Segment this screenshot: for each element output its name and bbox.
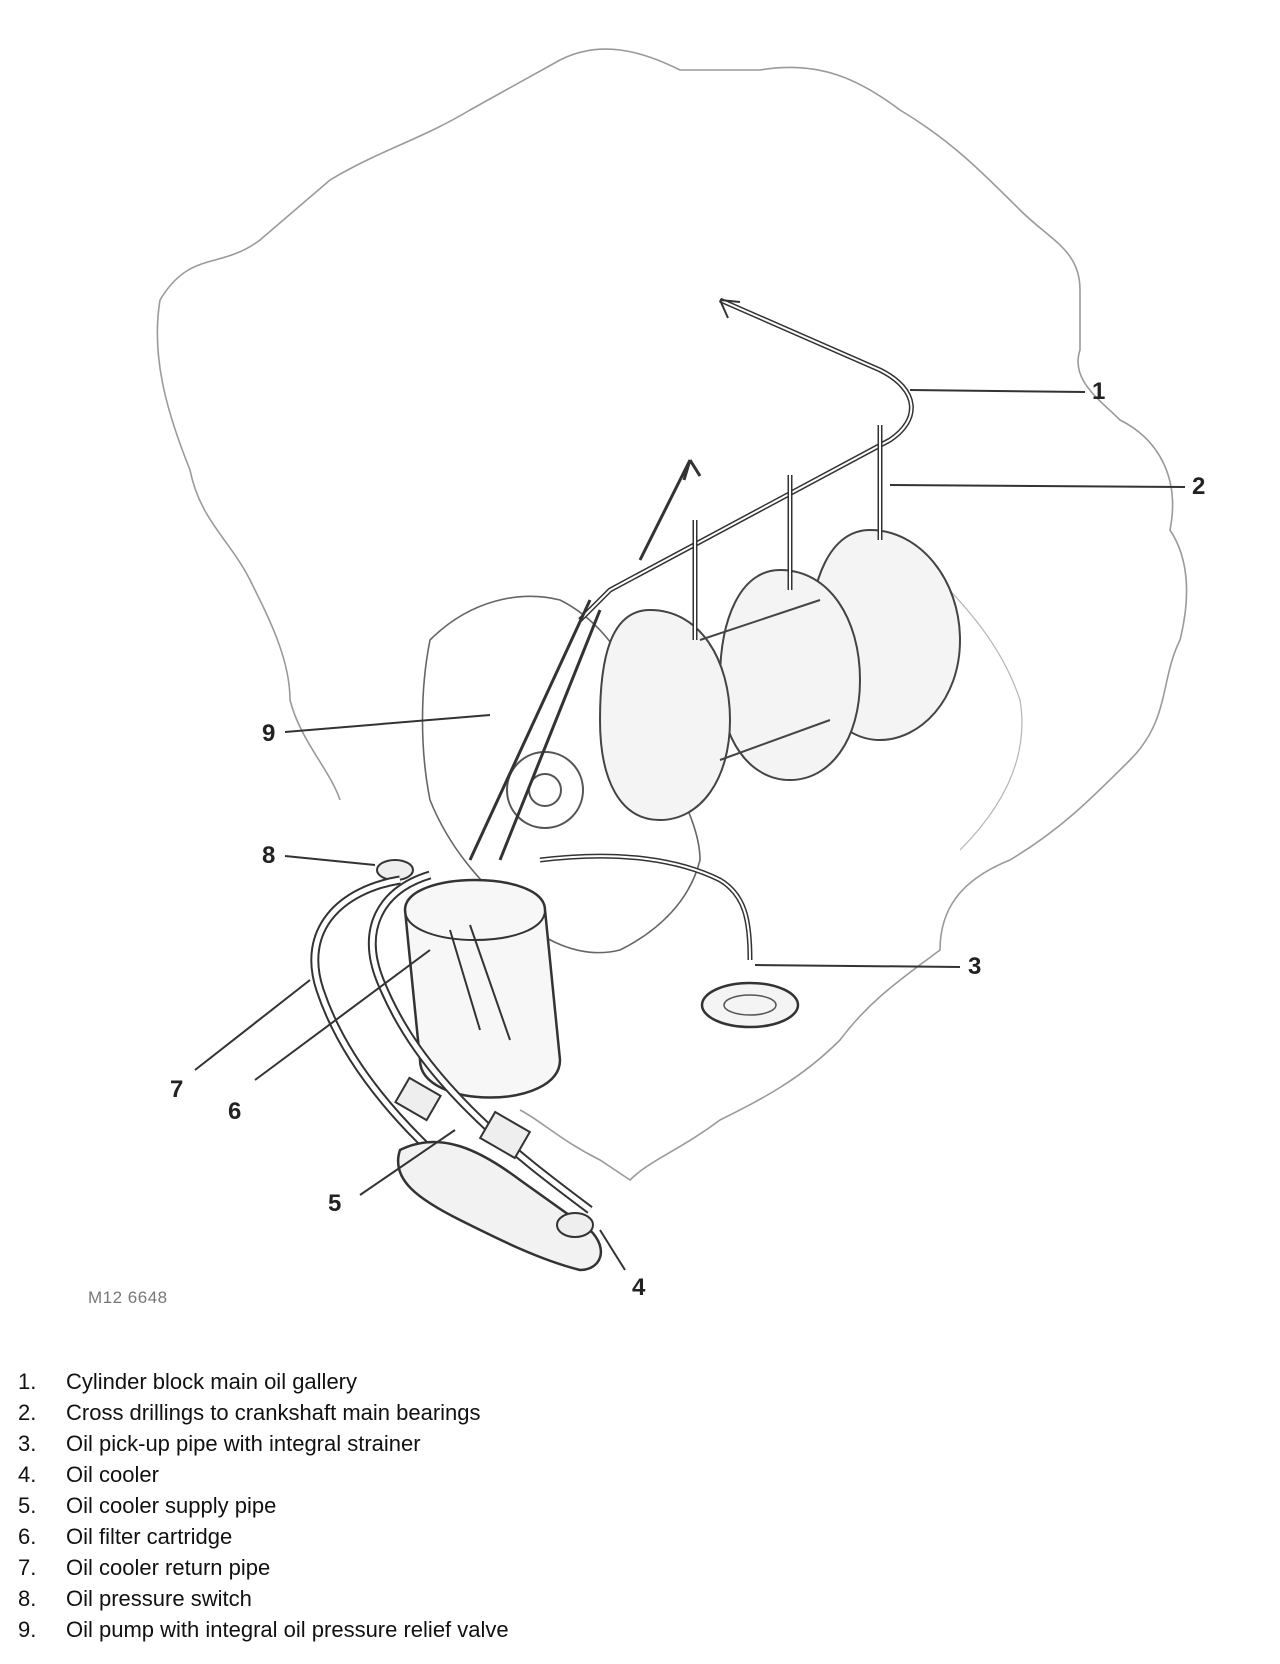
crankshaft-web-middle — [718, 568, 862, 782]
parts-legend: 1. Cylinder block main oil gallery 2. Cros… — [18, 1366, 509, 1645]
cooler-fitting-1 — [394, 1076, 442, 1122]
legend-text: Oil cooler — [66, 1462, 159, 1487]
legend-text: Oil pressure switch — [66, 1586, 252, 1611]
crankshaft-journal — [699, 599, 831, 761]
legend-number: 2. — [18, 1400, 37, 1425]
figure-reference-code: M12 6648 — [88, 1288, 168, 1307]
engine-block-outline — [159, 48, 1188, 1182]
callout-7: 7 — [170, 1076, 184, 1103]
oil-cooler-supply-pipe-inner — [369, 872, 592, 1212]
legend-item: 5. Oil cooler supply pipe — [18, 1490, 509, 1521]
oil-pump-rotor — [506, 751, 584, 829]
cooler-outlet — [556, 1212, 594, 1238]
legend-item: 9. Oil pump with integral oil pressure re… — [18, 1614, 509, 1645]
legend-text: Oil filter cartridge — [66, 1524, 233, 1549]
callout-3: 3 — [968, 953, 982, 980]
legend-item: 1. Cylinder block main oil gallery — [18, 1366, 509, 1397]
legend-item: 6. Oil filter cartridge — [18, 1521, 509, 1552]
oil-cooler — [396, 1140, 602, 1272]
callout-9: 9 — [262, 720, 276, 747]
legend-text: Oil pick-up pipe with integral strainer — [66, 1431, 421, 1456]
callout-6: 6 — [228, 1098, 242, 1125]
legend-number: 8. — [18, 1586, 37, 1611]
filter-flow-arrows — [449, 924, 511, 1041]
cooler-fitting-2 — [478, 1110, 532, 1160]
legend-number: 6. — [18, 1524, 37, 1549]
pump-feed-tubes — [468, 599, 602, 861]
callout-1: 1 — [1092, 378, 1106, 405]
cross-drillings-inner — [694, 425, 881, 640]
front-cover — [421, 595, 701, 954]
legend-number: 9. — [18, 1617, 37, 1642]
flow-arrow-gallery — [719, 299, 741, 319]
legend-item: 4. Oil cooler — [18, 1459, 509, 1490]
legend-item: 8. Oil pressure switch — [18, 1583, 509, 1614]
callout-4: 4 — [632, 1274, 646, 1301]
engine-block-outline-left — [156, 299, 341, 801]
legend-text: Oil pump with integral oil pressure reli… — [66, 1617, 509, 1642]
legend-number: 4. — [18, 1462, 37, 1487]
oil-strainer — [700, 981, 800, 1029]
engine-block-inner-contour — [919, 559, 1023, 851]
callout-5: 5 — [328, 1190, 342, 1217]
legend-number: 3. — [18, 1431, 37, 1456]
crankshaft-web-front — [598, 608, 732, 822]
oil-strainer-inner — [723, 994, 777, 1016]
callout-2: 2 — [1192, 473, 1206, 500]
leader-lines — [194, 389, 1186, 1271]
legend-text: Oil cooler return pipe — [66, 1555, 271, 1580]
legend-number: 7. — [18, 1555, 37, 1580]
legend-item: 2. Cross drillings to crankshaft main bea… — [18, 1397, 509, 1428]
legend-number: 5. — [18, 1493, 37, 1518]
engine-lubrication-diagram — [156, 48, 1188, 1272]
oil-filter-cartridge — [403, 878, 562, 1099]
flow-arrow-rise — [638, 459, 702, 561]
legend-number: 1. — [18, 1369, 37, 1394]
legend-item: 7. Oil cooler return pipe — [18, 1552, 509, 1583]
oil-pickup-pipe — [539, 853, 753, 961]
callout-8: 8 — [262, 842, 276, 869]
legend-text: Cylinder block main oil gallery — [66, 1369, 358, 1394]
legend-item: 3. Oil pick-up pipe with integral straine… — [18, 1428, 509, 1459]
oil-pickup-pipe-inner — [539, 855, 751, 961]
legend-text: Cross drillings to crankshaft main beari… — [66, 1400, 481, 1425]
legend-text: Oil cooler supply pipe — [66, 1493, 277, 1518]
main-oil-gallery-inner — [579, 299, 913, 621]
